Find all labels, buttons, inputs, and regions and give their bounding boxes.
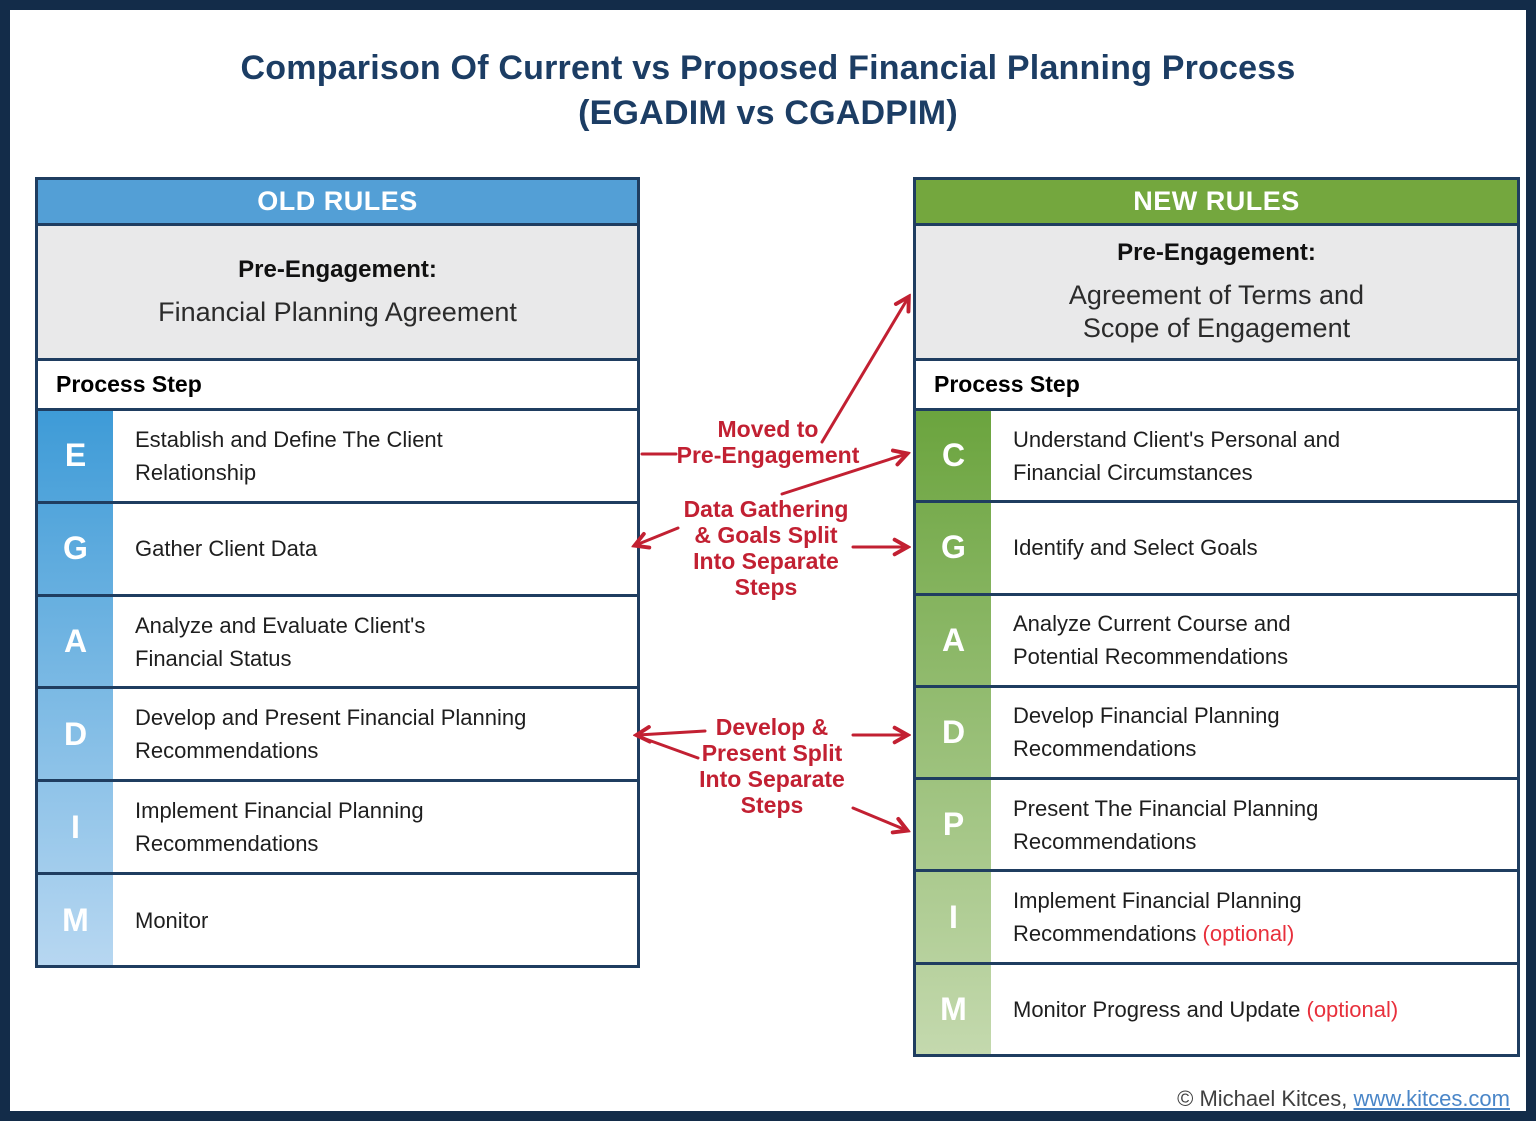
- annotation-line: & Goals Split: [694, 522, 838, 548]
- step-letter-badge: I: [949, 898, 958, 935]
- process-row-g: G Gather Client Data: [38, 500, 637, 594]
- step-letter-badge: G: [63, 530, 88, 567]
- step-description: Monitor: [135, 907, 209, 933]
- title-line-1: Comparison Of Current vs Proposed Financ…: [240, 49, 1296, 87]
- pre-engagement-line: Financial Planning Agreement: [158, 296, 517, 327]
- step-letter-badge: D: [63, 715, 88, 752]
- optional-tag: (optional): [1196, 921, 1295, 947]
- pre-engagement-subtitle: Financial Planning Agreement: [158, 296, 517, 329]
- annotation-line: Into Separate: [699, 766, 845, 792]
- step-letter-badge: C: [941, 437, 966, 474]
- old-rules-header: OLD RULES: [38, 180, 637, 226]
- annotation-line: Moved to: [717, 416, 819, 442]
- step-letter-badge: P: [942, 806, 965, 843]
- pre-engagement-line: Scope of Engagement: [1082, 313, 1351, 343]
- old-pre-engagement-box: Pre-Engagement: Financial Planning Agree…: [38, 226, 637, 361]
- letter-gradient-strip: [916, 411, 991, 1054]
- step-letter-badge: E: [64, 437, 87, 474]
- pre-engagement-title: Pre-Engagement:: [238, 255, 437, 283]
- step-description: Identify and Select Goals: [1013, 535, 1258, 561]
- process-step-header: Process Step: [916, 361, 1517, 411]
- old-rules-table: OLD RULES Pre-Engagement: Financial Plan…: [35, 177, 640, 968]
- pre-engagement-line: Agreement of Terms and: [1068, 280, 1365, 310]
- page-title: Comparison Of Current vs Proposed Financ…: [10, 46, 1526, 136]
- new-rules-table: NEW RULES Pre-Engagement: Agreement of T…: [913, 177, 1520, 1057]
- annotation-line: Into Separate: [693, 548, 839, 574]
- step-letter-badge: A: [63, 623, 88, 660]
- annotation-line: Steps: [740, 792, 804, 818]
- copyright-text: © Michael Kitces,: [1177, 1086, 1354, 1111]
- pre-engagement-title: Pre-Engagement:: [1117, 239, 1316, 266]
- step-letter-badge: M: [940, 990, 967, 1027]
- new-rules-header: NEW RULES: [916, 180, 1517, 226]
- step-description: Gather Client Data: [135, 536, 318, 562]
- process-step-header: Process Step: [38, 361, 637, 411]
- step-letter-badge: I: [71, 808, 80, 845]
- step-letter-badge: G: [941, 529, 966, 566]
- step-letter-badge: D: [941, 713, 966, 750]
- footer: © Michael Kitces, www.kitces.com: [1177, 1086, 1510, 1112]
- optional-tag: (optional): [1300, 996, 1399, 1022]
- step-letter-badge: A: [941, 621, 966, 658]
- annotation-line: Develop &: [715, 714, 829, 740]
- annotation-line: Present Split: [701, 740, 843, 766]
- process-row-m: M Monitor: [38, 872, 637, 965]
- step-description: Monitor Progress and Update (optional): [1013, 996, 1399, 1022]
- annotation-line: Data Gathering: [683, 496, 849, 522]
- kitces-link[interactable]: www.kitces.com: [1353, 1086, 1510, 1111]
- step-letter-badge: M: [62, 901, 89, 938]
- title-line-2: (EGADIM vs CGADPIM): [578, 94, 958, 132]
- process-row-m: M Monitor Progress and Update (optional): [916, 961, 1517, 1054]
- process-row-g: G Identify and Select Goals: [916, 500, 1517, 592]
- annotation-line: Steps: [734, 574, 798, 600]
- annotation-line: Pre-Engagement: [676, 442, 860, 468]
